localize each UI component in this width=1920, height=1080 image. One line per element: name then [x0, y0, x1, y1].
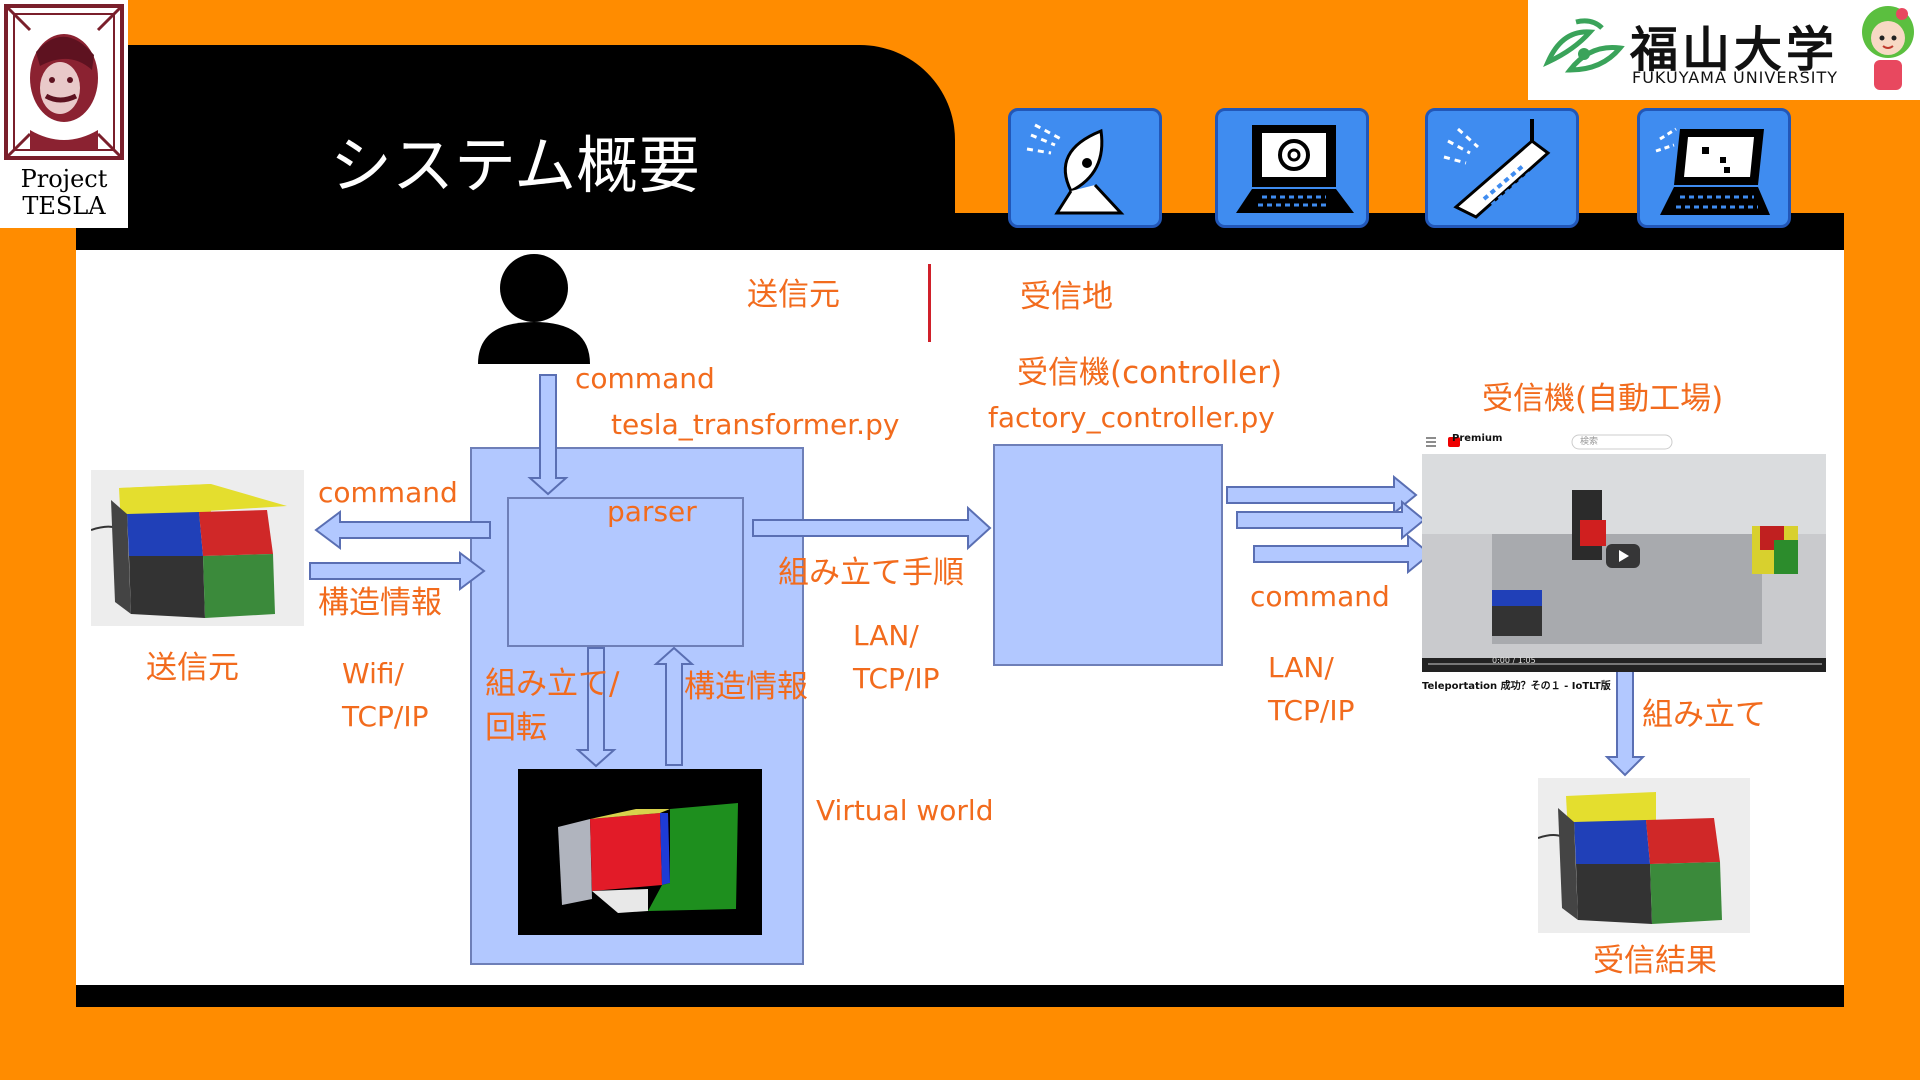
university-name-en: FUKUYAMA UNIVERSITY	[1632, 68, 1838, 87]
leaf-emblem-icon	[1543, 18, 1625, 73]
result-cube-photo	[1538, 778, 1750, 933]
arrow-assembly-steps	[752, 505, 992, 551]
controller-file-label: factory_controller.py	[988, 401, 1275, 434]
fukuyama-logo: 福山大学 FUKUYAMA UNIVERSITY	[1528, 0, 1920, 100]
assemble-label: 組み立て	[1642, 697, 1766, 733]
arrow-controller-2	[1236, 499, 1426, 541]
sender-heading: 送信元	[747, 277, 840, 313]
page-title: システム概要	[330, 129, 701, 202]
arrow-command-left	[314, 510, 491, 550]
laptop-icon	[1637, 108, 1791, 228]
user-person-icon	[478, 254, 590, 364]
parser-box	[507, 497, 744, 647]
receive-result-label: 受信結果	[1593, 943, 1717, 979]
virtual-world-view	[518, 769, 762, 935]
wifi-tcpip-label: Wifi/ TCP/IP	[342, 657, 429, 733]
tesla-portrait-icon	[4, 4, 124, 160]
factory-video-player[interactable]	[1422, 430, 1826, 672]
virtual-world-label: Virtual world	[816, 794, 994, 827]
structure-info-left: 構造情報	[318, 585, 442, 621]
command-label-left: command	[318, 476, 458, 509]
arrow-command-down	[527, 374, 569, 496]
transformer-file-label: tesla_transformer.py	[611, 408, 900, 441]
lan-tcpip-label-1: LAN/ TCP/IP	[853, 619, 940, 695]
mascot-icon	[1862, 6, 1914, 90]
university-name-jp: 福山大学	[1630, 22, 1839, 78]
command-label-top: command	[575, 362, 715, 395]
project-tesla-logo	[0, 0, 128, 228]
project-tesla-text: Project TESLA	[20, 165, 108, 220]
arrow-controller-1	[1226, 474, 1418, 516]
lan-tcpip-label-2: LAN/ TCP/IP	[1268, 651, 1355, 727]
header-band	[125, 45, 955, 245]
video-time: 0:00 / 1:05	[1492, 656, 1536, 665]
mobile-phone-icon	[1425, 108, 1579, 228]
arrow-factory-down	[1604, 661, 1646, 777]
command-label-right: command	[1250, 580, 1390, 613]
bottom-bar	[76, 985, 1844, 1007]
arrow-controller-3	[1253, 533, 1432, 575]
assemble-rotate-label: 組み立て/ 回転	[485, 666, 620, 746]
sender-receiver-divider	[928, 264, 931, 342]
satellite-dish-icon	[1008, 108, 1162, 228]
controller-title: 受信機(controller)	[1017, 355, 1283, 391]
video-brand: Premium	[1452, 433, 1503, 444]
assembly-steps-label: 組み立て手順	[778, 555, 964, 591]
structure-info-right: 構造情報	[684, 669, 808, 705]
video-search-field[interactable]: 検索	[1580, 437, 1599, 447]
receiver-heading: 受信地	[1020, 279, 1113, 315]
sender-caption: 送信元	[146, 650, 239, 686]
parser-label: parser	[607, 495, 697, 528]
arrow-structure-up	[653, 646, 695, 766]
arrow-assemble-down	[575, 647, 617, 768]
video-caption: Teleportation 成功？その１ - IoTLT版	[1422, 681, 1611, 692]
factory-title: 受信機(自動工場)	[1482, 381, 1724, 417]
sender-cube-photo	[91, 470, 304, 626]
controller-box	[993, 444, 1223, 666]
computer-at-icon	[1215, 108, 1369, 228]
arrow-structure-right	[309, 551, 486, 591]
